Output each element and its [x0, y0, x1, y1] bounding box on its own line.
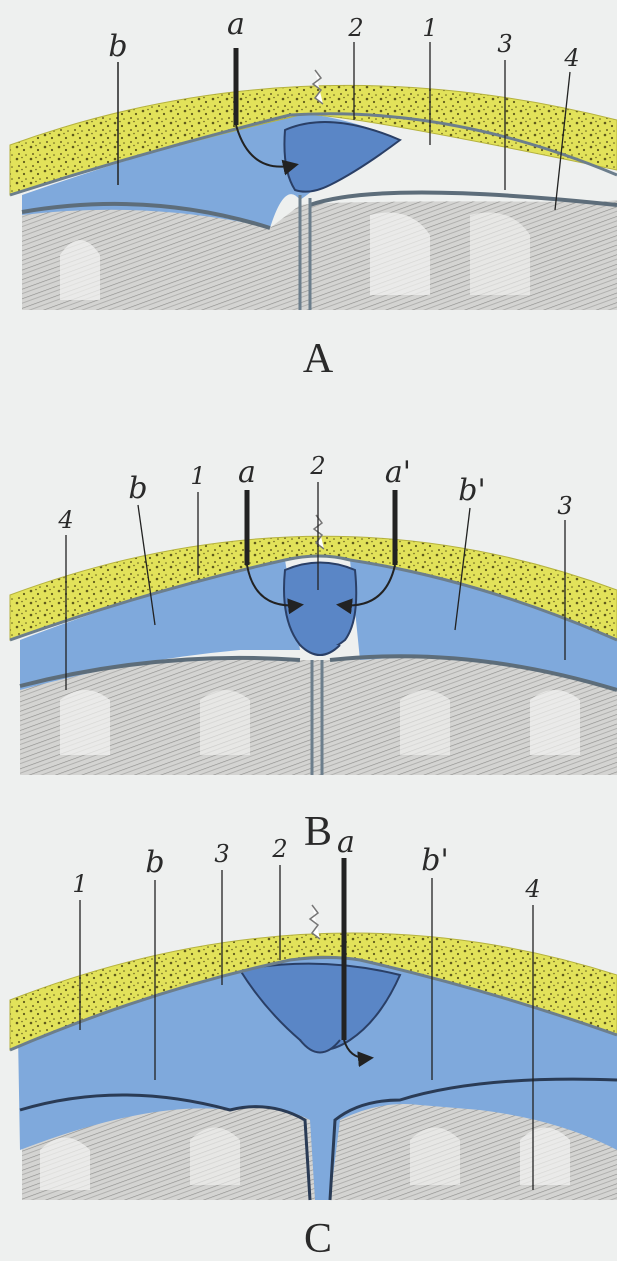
panel-title-b: B — [304, 809, 332, 855]
label-1: 1 — [422, 14, 437, 42]
label-b: b — [108, 29, 127, 64]
panel-title-a: A — [303, 336, 334, 382]
label-b-prime: b' — [458, 473, 485, 508]
venous-lacuna-b — [284, 563, 356, 652]
gyrus-b-4 — [530, 690, 580, 755]
label-1: 1 — [190, 462, 205, 490]
label-b-prime: b' — [421, 843, 448, 878]
gyrus-a-3 — [470, 213, 530, 296]
label-a: a — [337, 825, 355, 860]
panel-c: 1 b 3 2 a b' 4 C — [10, 825, 617, 1261]
label-4: 4 — [57, 506, 73, 534]
gyrus-c-3 — [410, 1128, 460, 1186]
gyrus-c-4 — [520, 1128, 570, 1186]
label-3: 3 — [557, 492, 572, 520]
panel-title-c: C — [304, 1216, 332, 1261]
label-b: b — [128, 471, 147, 506]
venous-lacuna-a — [284, 122, 400, 192]
label-b: b — [145, 845, 164, 880]
gyrus-b-3 — [400, 690, 450, 755]
gyrus-c-1 — [40, 1138, 90, 1191]
label-2: 2 — [309, 452, 325, 480]
label-4: 4 — [563, 44, 579, 72]
label-3: 3 — [497, 30, 512, 58]
label-a: a — [238, 455, 256, 490]
panel-b: 4 b 1 a 2 a' b' 3 B — [10, 452, 617, 855]
gyrus-a-2 — [370, 213, 430, 296]
label-3: 3 — [214, 840, 229, 868]
label-1: 1 — [72, 870, 87, 898]
panel-a: b a 2 1 3 4 A — [10, 7, 617, 382]
label-4: 4 — [524, 875, 540, 903]
label-a-prime: a' — [385, 455, 411, 490]
gyrus-b-2 — [200, 690, 250, 755]
gyrus-a-1 — [60, 240, 100, 300]
label-a: a — [227, 7, 245, 42]
gyrus-b-1 — [60, 690, 110, 755]
gyrus-c-2 — [190, 1128, 240, 1186]
granulation-b — [300, 645, 340, 655]
label-2: 2 — [271, 835, 287, 863]
label-2: 2 — [347, 14, 363, 42]
